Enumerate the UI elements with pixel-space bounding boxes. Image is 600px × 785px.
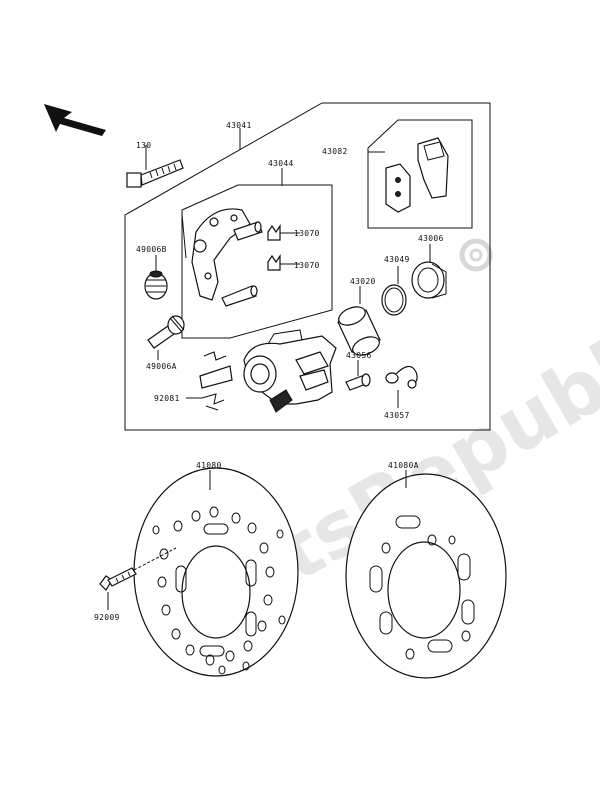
bolt-130 bbox=[126, 159, 184, 188]
clip-13070-upper bbox=[267, 224, 281, 241]
label-13070-b: 13070 bbox=[294, 261, 320, 270]
label-41080: 41080 bbox=[196, 461, 222, 470]
gear-icon bbox=[459, 238, 493, 272]
label-130: 130 bbox=[136, 141, 151, 150]
pad-spring-92081 bbox=[199, 351, 233, 411]
label-49006b: 49006B bbox=[136, 245, 167, 254]
label-43056: 43056 bbox=[346, 351, 372, 360]
slide-pin-49006a bbox=[147, 315, 185, 349]
brake-disc-41080a bbox=[345, 473, 507, 679]
brake-pad-box bbox=[367, 119, 473, 229]
arrow-icon bbox=[44, 104, 106, 136]
piston-seal-43049 bbox=[381, 284, 407, 316]
dust-seal-43006 bbox=[411, 261, 447, 299]
brake-pads bbox=[385, 137, 449, 213]
bleeder-valve-43056 bbox=[345, 373, 371, 391]
brake-disc-41080 bbox=[133, 467, 299, 677]
screw-92009 bbox=[99, 547, 177, 591]
label-43006: 43006 bbox=[418, 234, 444, 243]
label-43049: 43049 bbox=[384, 255, 410, 264]
label-92081: 92081 bbox=[154, 394, 180, 403]
bleeder-cap-43057 bbox=[385, 365, 418, 389]
dust-boot-49006b bbox=[144, 270, 168, 300]
caliper-bracket-box bbox=[181, 184, 333, 339]
piston-43020 bbox=[337, 306, 381, 356]
label-43044: 43044 bbox=[268, 159, 294, 168]
label-43020: 43020 bbox=[350, 277, 376, 286]
label-13070-a: 13070 bbox=[294, 229, 320, 238]
clip-13070-lower bbox=[267, 254, 281, 271]
label-43082: 43082 bbox=[322, 147, 348, 156]
label-41080a: 41080A bbox=[388, 461, 419, 470]
label-43041: 43041 bbox=[226, 121, 252, 130]
label-92009: 92009 bbox=[94, 613, 120, 622]
caliper-bracket bbox=[181, 208, 263, 307]
caliper-body bbox=[243, 329, 337, 413]
label-43057: 43057 bbox=[384, 411, 410, 420]
label-49006a: 49006A bbox=[146, 362, 177, 371]
caliper-assembly-box bbox=[124, 102, 491, 431]
